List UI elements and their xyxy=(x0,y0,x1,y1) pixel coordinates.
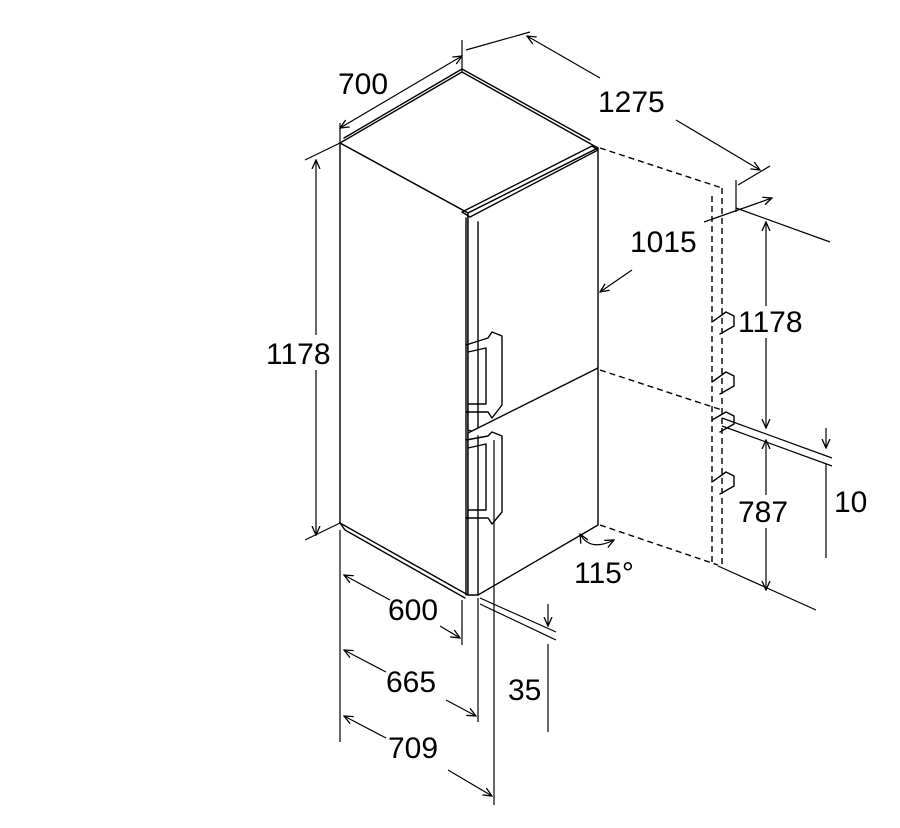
dimension-lines xyxy=(304,31,833,805)
label-height-left: 1178 xyxy=(266,338,331,371)
fridge-side-face xyxy=(339,142,469,596)
fridge-body xyxy=(339,68,599,599)
lower-door xyxy=(467,367,599,596)
label-gap-right: 10 xyxy=(834,486,867,519)
label-width-top: 700 xyxy=(338,68,388,101)
label-height-right: 1178 xyxy=(738,306,803,339)
upper-handle xyxy=(465,331,503,419)
label-depth-door-open: 1275 xyxy=(598,86,665,119)
plinth xyxy=(339,522,466,599)
upper-handle-inner xyxy=(467,347,487,405)
label-foot-height: 35 xyxy=(508,674,541,707)
label-width-600: 600 xyxy=(388,594,438,627)
label-depth-open-mid: 1015 xyxy=(630,226,697,259)
label-door-angle: 115° xyxy=(574,557,634,590)
upper-door-top-lip xyxy=(461,145,599,218)
label-width-665: 665 xyxy=(386,666,436,699)
label-height-lower: 787 xyxy=(738,496,788,529)
label-width-709: 709 xyxy=(388,732,438,765)
open-door-outline xyxy=(599,147,735,566)
lower-handle-inner xyxy=(467,443,487,511)
dimension-labels: 700 1275 1015 1178 1178 787 10 115° 600 … xyxy=(266,68,867,765)
lower-handle xyxy=(465,431,503,525)
